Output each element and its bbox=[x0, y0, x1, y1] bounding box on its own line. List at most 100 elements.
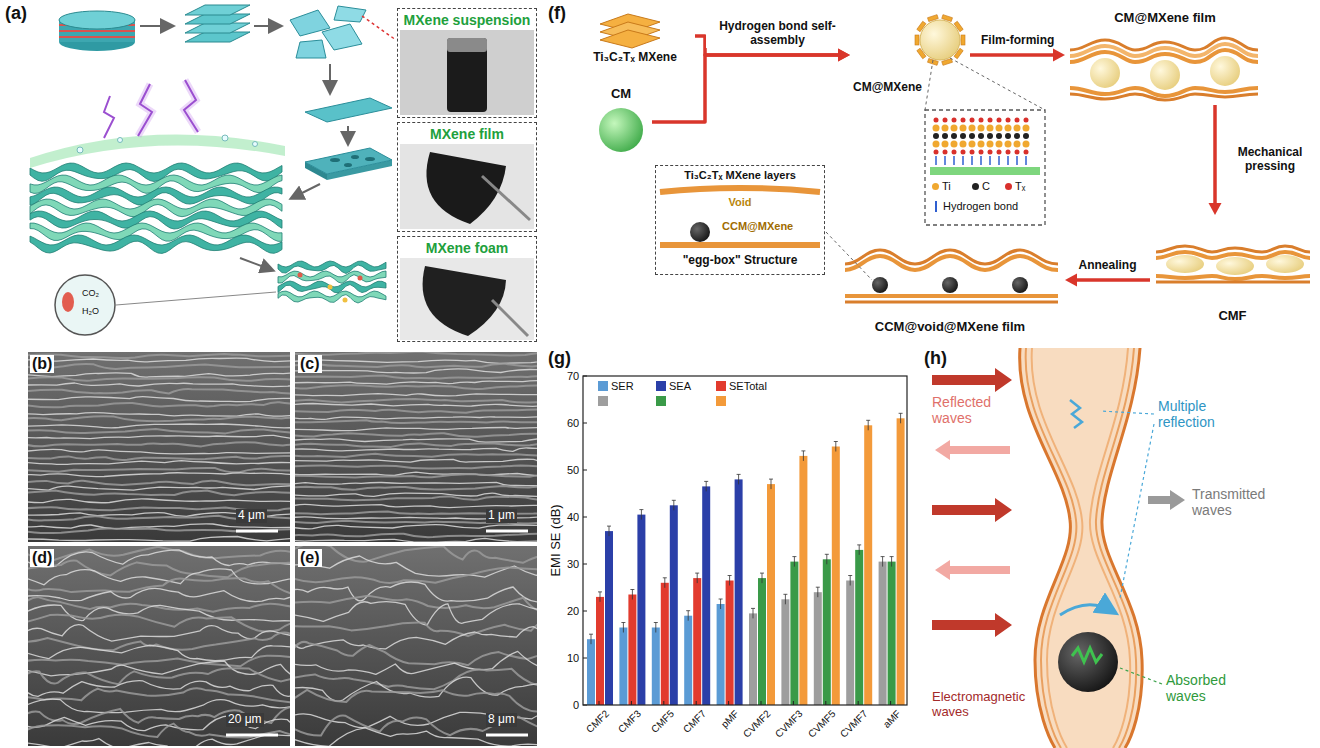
sem-layer-line bbox=[28, 688, 290, 702]
process-illustration-part bbox=[925, 110, 1045, 225]
synthesis-illustration-part bbox=[343, 298, 348, 303]
sem-texture bbox=[295, 546, 537, 746]
data-bar bbox=[832, 447, 840, 706]
sem-layer-line bbox=[295, 404, 537, 407]
atom bbox=[1023, 141, 1030, 148]
synthesis-illustration-part bbox=[305, 148, 392, 174]
data-bar bbox=[684, 616, 692, 705]
error-bar bbox=[857, 544, 861, 545]
error-bar bbox=[868, 420, 869, 430]
node-text: MXene foam bbox=[426, 240, 508, 256]
error-bar bbox=[672, 500, 676, 501]
annotation: Reflected waves bbox=[932, 394, 1004, 426]
sample-photos bbox=[400, 30, 534, 340]
sample-photos-part bbox=[447, 38, 487, 112]
data-bar bbox=[652, 628, 660, 706]
synthesis-illustration-part bbox=[184, 80, 198, 132]
process-illustration-part bbox=[660, 242, 820, 248]
category-label: CMF7 bbox=[681, 708, 708, 735]
error-bar bbox=[825, 554, 829, 555]
synthesis-illustration-part bbox=[77, 147, 83, 153]
edge-label: Film-forming bbox=[979, 34, 1056, 48]
atom bbox=[961, 118, 966, 123]
legend-text: Hydrogen bond bbox=[943, 200, 1018, 213]
error-bar bbox=[826, 554, 827, 564]
tick-label: 0 bbox=[573, 699, 579, 712]
atom bbox=[996, 125, 1003, 132]
panel-letter: (b) bbox=[30, 355, 54, 373]
hydrogen-bond bbox=[1025, 156, 1027, 165]
panel-letter: (f) bbox=[548, 3, 566, 24]
data-bar bbox=[661, 583, 669, 705]
sem-layer-line bbox=[28, 383, 290, 387]
sem-layer-line bbox=[295, 556, 537, 577]
error-bar bbox=[801, 450, 805, 451]
process-illustration-part bbox=[950, 58, 1045, 110]
atom bbox=[987, 133, 993, 139]
atom bbox=[1006, 118, 1011, 123]
synthesis-illustration bbox=[30, 5, 396, 335]
mxene-flake bbox=[917, 48, 926, 58]
mxene-flake bbox=[954, 21, 963, 31]
sem-layer-line bbox=[295, 420, 537, 423]
atom bbox=[934, 118, 939, 123]
sem-layer-line bbox=[295, 651, 537, 674]
material-illustration: Ti₃C₂Tₓ MXene bbox=[575, 4, 695, 68]
data-bar bbox=[814, 592, 822, 705]
error-bar bbox=[899, 413, 903, 414]
atom bbox=[942, 141, 949, 148]
arrow-line bbox=[970, 53, 1055, 57]
data-bar bbox=[605, 531, 613, 705]
atom bbox=[942, 125, 949, 132]
synthesis-illustration-part bbox=[358, 276, 363, 281]
atom bbox=[960, 133, 966, 139]
atom bbox=[933, 125, 940, 132]
sem-layer-line bbox=[295, 416, 537, 419]
synthesis-illustration-part bbox=[185, 5, 250, 15]
atom-structure bbox=[933, 118, 1030, 166]
sample-photos-part bbox=[482, 176, 530, 220]
atom bbox=[1005, 133, 1011, 139]
shielding-mechanism-part bbox=[1058, 632, 1118, 692]
error-bar bbox=[794, 557, 795, 567]
node-text: "egg-box" Structure bbox=[656, 254, 824, 268]
error-bar bbox=[719, 599, 723, 600]
arrow-line bbox=[1075, 278, 1150, 282]
atom bbox=[996, 133, 1002, 139]
sem-layer-line bbox=[28, 656, 290, 666]
scale-bar-label: 4 μm bbox=[236, 509, 267, 523]
sem-layer-line bbox=[295, 394, 537, 397]
category-label: CMF5 bbox=[649, 708, 676, 735]
error-bar bbox=[706, 481, 707, 491]
shielding-mechanism-part bbox=[1026, 348, 1077, 748]
process-illustration-part bbox=[1210, 56, 1240, 86]
error-bar bbox=[850, 576, 851, 586]
error-bar bbox=[753, 608, 754, 618]
edge-label: Mechanical pressing bbox=[1224, 146, 1316, 174]
arrow-line bbox=[652, 55, 840, 122]
sem-layer-line bbox=[295, 439, 537, 443]
synthesis-illustration-part bbox=[365, 157, 375, 161]
synthesis-illustration-part bbox=[59, 11, 135, 29]
atom bbox=[1014, 125, 1021, 132]
sem-layer-line bbox=[295, 399, 537, 403]
legend-item: C bbox=[972, 180, 990, 193]
synthesis-illustration-part bbox=[118, 138, 123, 143]
synthesis-illustration-part bbox=[30, 134, 285, 168]
atom bbox=[1015, 118, 1020, 123]
node-text: Ti₃C₂Tₓ MXene layers bbox=[656, 169, 824, 182]
annotation: Multiple reflection bbox=[1158, 398, 1238, 430]
hydrogen-bond bbox=[1016, 156, 1018, 165]
sem-texture bbox=[28, 547, 290, 746]
legend-text: Ti bbox=[942, 180, 951, 193]
sem-layer-line bbox=[28, 461, 290, 465]
data-bar bbox=[717, 604, 725, 705]
sem-layer-line bbox=[295, 381, 537, 384]
annotation: CO₂ bbox=[82, 288, 99, 298]
synthesis-illustration-part bbox=[292, 184, 320, 198]
panel-letter: (g) bbox=[548, 348, 571, 369]
sem-layer-line bbox=[28, 354, 290, 358]
atom bbox=[952, 150, 957, 155]
atom bbox=[1023, 125, 1030, 132]
synthesis-illustration-part bbox=[330, 158, 340, 162]
